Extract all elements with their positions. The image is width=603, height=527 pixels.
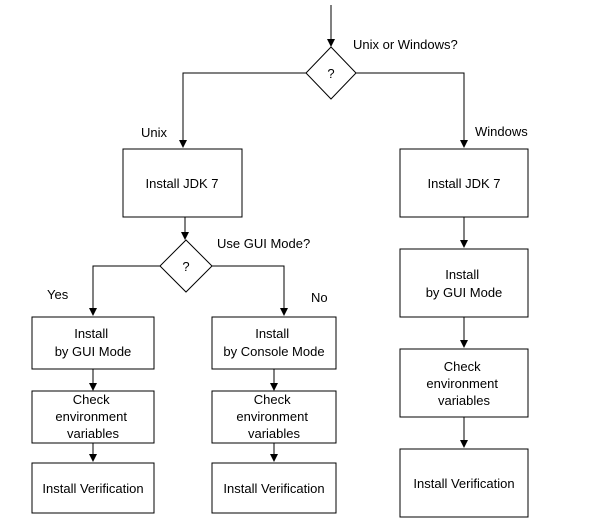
connector-unix xyxy=(179,72,306,148)
unix-gui-verify-label: Install Verification xyxy=(42,481,143,496)
windows-install-line1: Install xyxy=(445,267,479,282)
unix-console-check-line3: variables xyxy=(248,426,301,441)
unix-console-check-label: Check environment variables xyxy=(236,392,311,441)
unix-console-install-line1: Install xyxy=(255,326,289,341)
unix-console-verify-label: Install Verification xyxy=(223,481,324,496)
decision-gui-symbol: ? xyxy=(182,259,189,274)
unix-console-install-box xyxy=(211,316,337,370)
branch-label-windows: Windows xyxy=(475,124,528,139)
connector-yes xyxy=(89,265,160,316)
windows-install-jdk-box xyxy=(399,148,529,218)
windows-install-box xyxy=(399,248,529,318)
windows-install-line2: by GUI Mode xyxy=(426,285,503,300)
windows-check-label: Check environment variables xyxy=(426,359,501,408)
unix-install-jdk-label: Install JDK 7 xyxy=(146,176,219,191)
unix-install-jdk-box xyxy=(122,148,243,218)
windows-verify-label: Install Verification xyxy=(413,476,514,491)
windows-check-line3: variables xyxy=(438,393,491,408)
unix-gui-install-line1: Install xyxy=(74,326,108,341)
unix-gui-install-label: Install by GUI Mode xyxy=(55,326,132,359)
unix-gui-install-line2: by GUI Mode xyxy=(55,344,132,359)
branch-label-unix: Unix xyxy=(141,125,168,140)
unix-console-install-line2: by Console Mode xyxy=(223,344,324,359)
unix-gui-check-label: Check environment variables xyxy=(55,392,130,441)
connector-windows xyxy=(356,72,468,148)
windows-install-label: Install by GUI Mode xyxy=(426,267,503,300)
decision-top-question: Unix or Windows? xyxy=(353,37,458,52)
windows-install-jdk-label: Install JDK 7 xyxy=(428,176,501,191)
windows-check-line1: Check xyxy=(444,359,481,374)
unix-gui-check-line2: environment xyxy=(55,409,127,424)
unix-console-check-line2: environment xyxy=(236,409,308,424)
branch-label-no: No xyxy=(311,290,328,305)
windows-check-box xyxy=(399,348,529,418)
unix-console-check-box xyxy=(211,390,337,444)
windows-verify-box xyxy=(399,448,529,518)
unix-console-check-line1: Check xyxy=(254,392,291,407)
decision-top-symbol: ? xyxy=(327,66,334,81)
unix-gui-install-box xyxy=(31,316,155,370)
unix-console-install-label: Install by Console Mode xyxy=(223,326,324,359)
windows-check-line2: environment xyxy=(426,376,498,391)
unix-console-verify-box xyxy=(211,462,337,514)
connector-no xyxy=(212,265,288,316)
unix-gui-verify-box xyxy=(31,462,155,514)
unix-gui-check-line3: variables xyxy=(67,426,120,441)
decision-gui-question: Use GUI Mode? xyxy=(217,236,310,251)
decision-diamond-gui xyxy=(159,239,213,293)
branch-label-yes: Yes xyxy=(47,287,69,302)
unix-gui-check-line1: Check xyxy=(73,392,110,407)
decision-diamond-top xyxy=(305,46,357,100)
